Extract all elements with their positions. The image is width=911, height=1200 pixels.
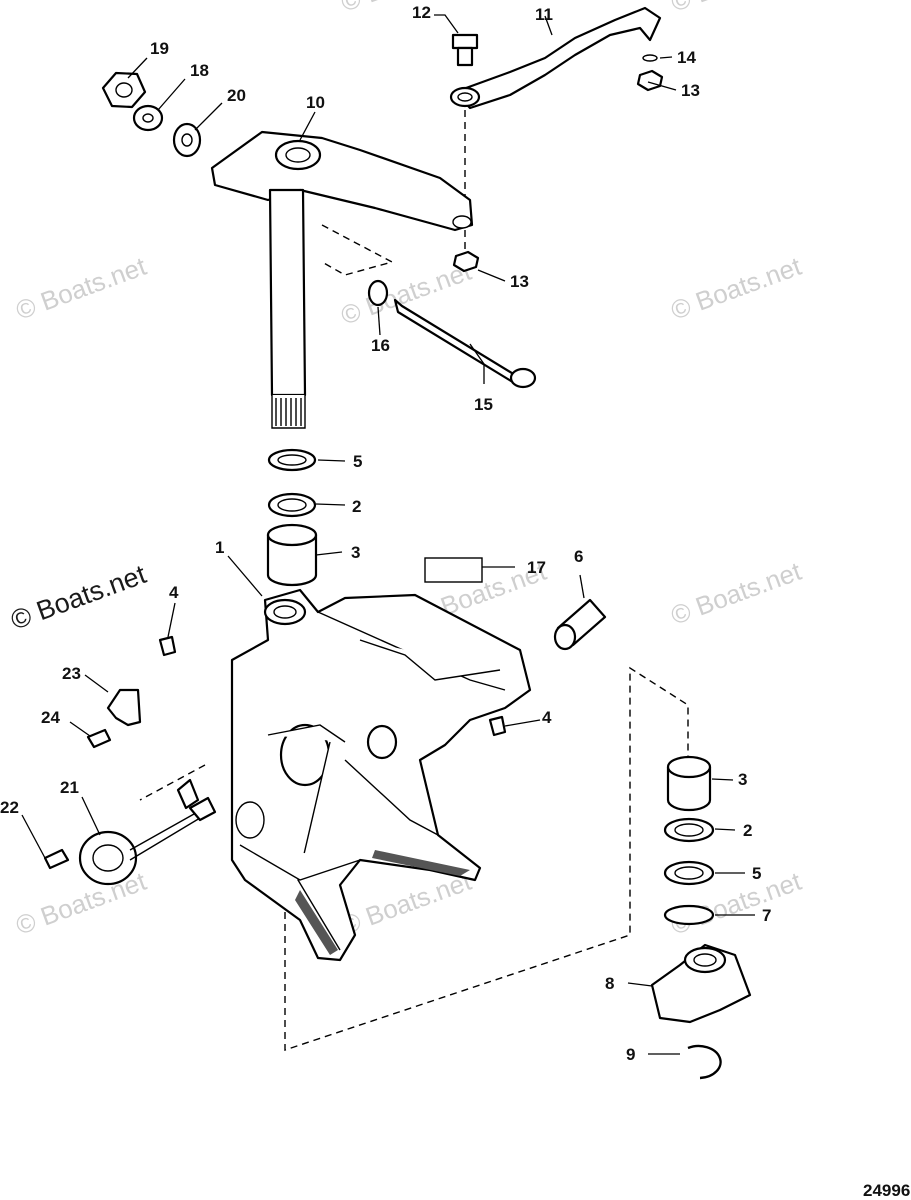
callout-11: 11 bbox=[535, 5, 553, 24]
screw-part bbox=[86, 728, 112, 749]
grease-fitting-part bbox=[158, 635, 507, 737]
callout-6: 6 bbox=[574, 547, 583, 566]
watermark: © Boats.net bbox=[667, 0, 806, 18]
watermark-strong: © Boats.net bbox=[7, 559, 151, 636]
steering-link-rod-part bbox=[449, 6, 662, 110]
callout-12: 12 bbox=[412, 3, 431, 22]
callout-17: 17 bbox=[527, 558, 546, 577]
callout-1: 1 bbox=[215, 538, 224, 557]
retaining-ring-part bbox=[687, 1044, 722, 1080]
callout-10: 10 bbox=[306, 93, 325, 112]
bushing-part bbox=[553, 598, 607, 651]
callout-7: 7 bbox=[762, 906, 771, 925]
steering-yoke-part bbox=[650, 943, 752, 1024]
callout-4: 4 bbox=[169, 583, 179, 602]
bolt-part bbox=[451, 33, 479, 67]
callout-3: 3 bbox=[738, 770, 747, 789]
callout-18: 18 bbox=[190, 61, 209, 80]
callout-labels: 19 18 20 10 12 11 14 13 13 16 15 5 2 3 1… bbox=[0, 3, 771, 1064]
watermark: © Boats.net bbox=[337, 866, 476, 941]
callout-19: 19 bbox=[150, 39, 169, 58]
callout-3: 3 bbox=[351, 543, 360, 562]
watermark: © Boats.net bbox=[667, 556, 806, 631]
watermark: © Boats.net bbox=[12, 251, 151, 326]
callout-15: 15 bbox=[474, 395, 493, 414]
decal-part bbox=[424, 557, 483, 583]
watermark: © Boats.net bbox=[337, 0, 476, 18]
assembly-dashed-lines bbox=[139, 110, 689, 1051]
callout-4: 4 bbox=[542, 708, 552, 727]
callout-20: 20 bbox=[227, 86, 246, 105]
figure-number: 24996 bbox=[863, 1181, 910, 1200]
callout-13: 13 bbox=[510, 272, 529, 291]
callout-5: 5 bbox=[752, 864, 761, 883]
callout-8: 8 bbox=[605, 974, 614, 993]
clamp-part bbox=[106, 688, 142, 727]
trim-sensor-part bbox=[78, 778, 217, 886]
long-bolt-part bbox=[393, 298, 537, 389]
swivel-bracket-part bbox=[230, 588, 532, 962]
washer-part bbox=[642, 54, 658, 62]
washer-part bbox=[367, 279, 389, 307]
nut-washer-stack-part bbox=[101, 71, 202, 158]
leader-lines bbox=[21, 14, 755, 1055]
callout-21: 21 bbox=[60, 778, 79, 797]
callout-13: 13 bbox=[681, 81, 700, 100]
lower-bushing-stack-part bbox=[663, 755, 715, 926]
watermark: © Boats.net bbox=[12, 866, 151, 941]
callout-9: 9 bbox=[626, 1045, 635, 1064]
screw-part bbox=[43, 848, 70, 870]
callout-24: 24 bbox=[41, 708, 60, 727]
watermark: © Boats.net bbox=[667, 251, 806, 326]
callout-16: 16 bbox=[371, 336, 390, 355]
nut-part bbox=[452, 69, 664, 273]
callout-2: 2 bbox=[352, 497, 361, 516]
callout-14: 14 bbox=[677, 48, 696, 67]
upper-bushing-stack-part bbox=[266, 448, 318, 587]
callout-5: 5 bbox=[353, 452, 362, 471]
callout-23: 23 bbox=[62, 664, 81, 683]
callout-2: 2 bbox=[743, 821, 752, 840]
steering-arm-part bbox=[210, 130, 474, 429]
callout-22: 22 bbox=[0, 798, 19, 817]
